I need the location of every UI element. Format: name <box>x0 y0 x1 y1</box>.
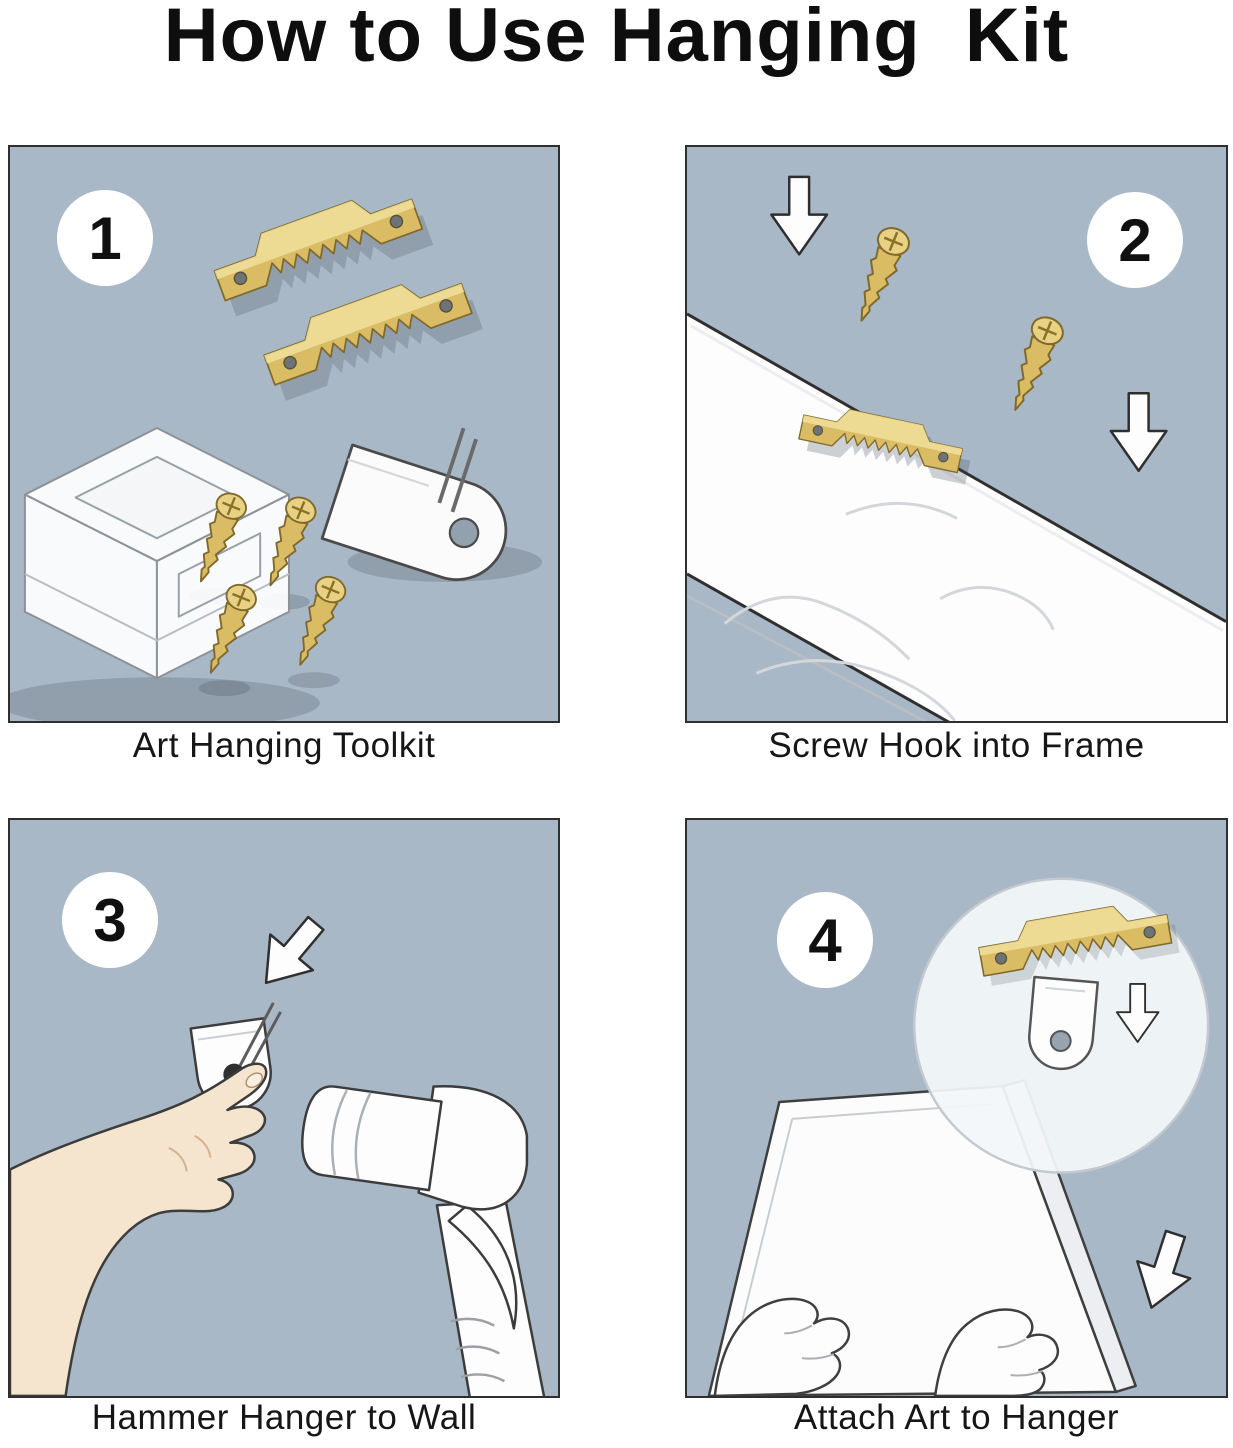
wall-hook-icon <box>320 427 508 581</box>
storage-box-illustration <box>23 427 290 680</box>
step-number-badge: 3 <box>62 872 158 968</box>
step-4-panel: 4 <box>685 818 1228 1398</box>
toolkit-illustration <box>10 198 543 721</box>
screw-icon <box>209 583 257 674</box>
sawtooth-hanger-icon <box>978 905 1173 977</box>
wall-hook-icon <box>1028 975 1099 1071</box>
step-3-panel: 3 <box>8 818 560 1398</box>
sawtooth-hanger-icon <box>798 409 964 474</box>
frame-illustration <box>687 175 1226 721</box>
attach-art-illustration <box>707 877 1210 1396</box>
step-number-badge: 1 <box>57 190 153 286</box>
hand-illustration <box>713 1297 851 1396</box>
step-1-caption: Art Hanging Toolkit <box>132 726 436 765</box>
step-2-caption: Screw Hook into Frame <box>768 726 1145 765</box>
screw-icon <box>299 575 347 666</box>
step-1-panel: 1 <box>8 145 560 723</box>
step-number-badge: 2 <box>1087 192 1183 288</box>
hand-illustration <box>933 1308 1060 1396</box>
screw-icon <box>199 492 247 583</box>
hammer-icon <box>301 1085 549 1396</box>
hammering-illustration <box>10 915 549 1396</box>
screw-icon <box>860 227 910 322</box>
down-arrow-icon <box>1115 982 1160 1043</box>
frame-board-illustration <box>687 312 1226 721</box>
step-3-caption: Hammer Hanger to Wall <box>91 1398 477 1437</box>
down-arrow-icon <box>1109 392 1168 472</box>
step-2-panel: 2 <box>685 145 1228 723</box>
fingernail <box>245 1072 264 1089</box>
page-title: How to Use Hanging Kit <box>163 0 1070 78</box>
down-arrow-icon <box>264 915 325 985</box>
sawtooth-hanger-icon <box>263 282 473 386</box>
down-arrow-icon <box>1136 1229 1192 1309</box>
down-arrow-icon <box>770 175 829 256</box>
step-number-badge: 4 <box>777 892 873 988</box>
step-4-caption: Attach Art to Hanger <box>793 1398 1120 1437</box>
sawtooth-hanger-icon <box>213 198 424 302</box>
screw-icon <box>1014 316 1064 411</box>
screw-icon <box>269 496 317 587</box>
hand-illustration <box>10 1062 268 1396</box>
